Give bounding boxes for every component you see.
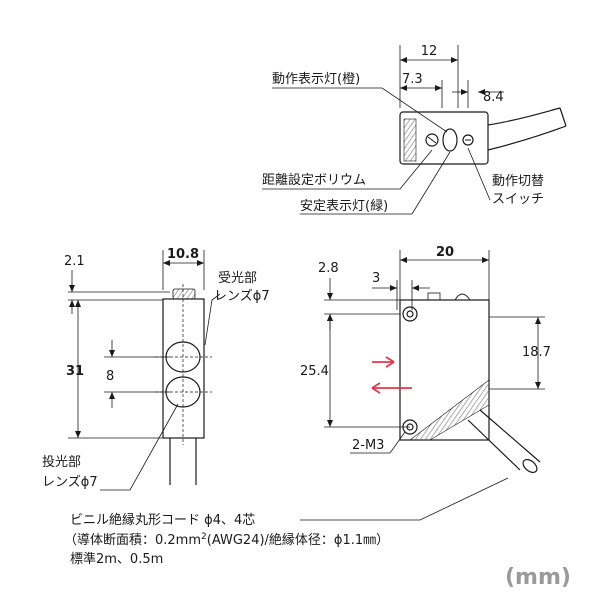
dim-7-3: 7.3 <box>402 72 423 87</box>
volume-icon <box>425 133 439 147</box>
unit-label: (mm) <box>505 565 571 590</box>
label-receiver-2: レンズϕ7 <box>214 288 270 304</box>
label-mode-switch-2: スイッチ <box>492 192 544 207</box>
switch-icon <box>462 134 474 146</box>
dim-2-1: 2.1 <box>64 254 85 269</box>
sensor-body-top <box>399 111 489 165</box>
dim-2-8: 2.8 <box>318 261 339 276</box>
mount-hole-bottom <box>402 419 418 435</box>
cable-note: ビニル絶縁丸形コード ϕ4、4芯 （導体断面積：0.2mm2(AWG24)/絶縁… <box>64 512 389 567</box>
dim-12: 12 <box>421 44 438 59</box>
dim-18-7: 18.7 <box>522 345 551 360</box>
dim-10-8: 10.8 <box>167 247 199 262</box>
dim-20: 20 <box>436 245 454 260</box>
label-mode-switch-1: 動作切替 <box>492 174 544 189</box>
label-receiver-1: 受光部 <box>218 271 257 286</box>
top-view: 12 7.3 8.4 動作表示灯(橙) 距離設定ボリウム 安定表示灯(緑) 動作… <box>262 44 567 215</box>
cable-leader <box>300 477 509 521</box>
cable-note-line1: ビニル絶縁丸形コード ϕ4、4芯 <box>70 512 255 528</box>
dim-3: 3 <box>372 271 380 286</box>
cable-note-line2: （導体断面積：0.2mm2(AWG24)/絶縁体径：ϕ1.1㎜） <box>64 532 389 548</box>
side-view: 20 3 2.8 25.4 18.7 <box>300 245 551 474</box>
light-in-arrow-icon <box>385 356 395 368</box>
label-mount-holes: 2-M3 <box>352 438 384 453</box>
indicator-lens-icon <box>442 128 458 152</box>
mount-hole-top <box>402 306 418 322</box>
dim-25-4: 25.4 <box>300 364 329 379</box>
label-operation-indicator: 動作表示灯(橙) <box>272 72 360 87</box>
label-emitter-1: 投光部 <box>42 454 81 470</box>
dim-8: 8 <box>106 369 114 384</box>
label-emitter-2: レンズϕ7 <box>42 474 98 490</box>
cable-note-line3: 標準2m、0.5m <box>70 551 163 567</box>
label-stability-indicator: 安定表示灯(緑) <box>300 199 388 214</box>
sensor-body-front <box>162 298 205 439</box>
dim-8-4: 8.4 <box>483 90 504 105</box>
dim-31: 31 <box>66 364 84 379</box>
light-out-arrow-icon <box>371 382 381 394</box>
front-view: 10.8 2.1 31 8 受光部 レンズϕ7 投光部 <box>42 247 270 491</box>
label-distance-volume: 距離設定ボリウム <box>262 172 366 188</box>
sensor-body-side <box>399 299 490 441</box>
